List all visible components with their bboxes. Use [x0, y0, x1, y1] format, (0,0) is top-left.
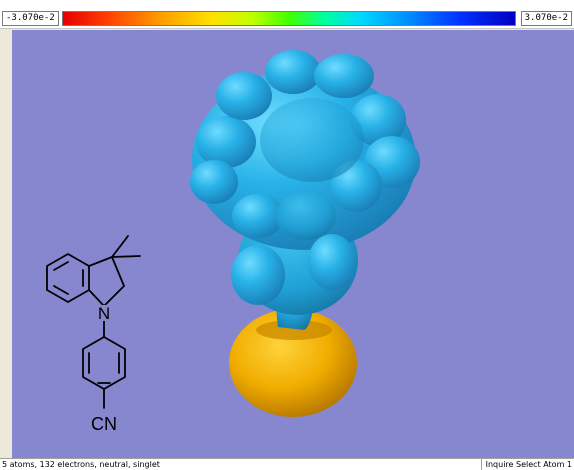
mep-isosurface[interactable]	[12, 30, 574, 458]
mouse-mode[interactable]: Inquire Select Atom 1	[480, 459, 572, 470]
color-gradient	[62, 11, 516, 26]
color-scale-bar: -3.070e-2 3.070e-2	[0, 0, 574, 29]
positive-lobe	[229, 309, 357, 417]
scale-min-label: -3.070e-2	[2, 11, 59, 26]
chemical-structure: N CN	[46, 235, 141, 434]
status-bar: 5 atoms, 132 electrons, neutral, singlet…	[0, 458, 574, 470]
molecule-info: 5 atoms, 132 electrons, neutral, singlet	[2, 460, 160, 469]
scale-max-label: 3.070e-2	[520, 11, 572, 26]
3d-viewport[interactable]: N CN	[12, 30, 574, 458]
cyano-label: CN	[91, 414, 117, 434]
negative-lobe	[190, 50, 420, 330]
nitrogen-label: N	[98, 304, 110, 323]
